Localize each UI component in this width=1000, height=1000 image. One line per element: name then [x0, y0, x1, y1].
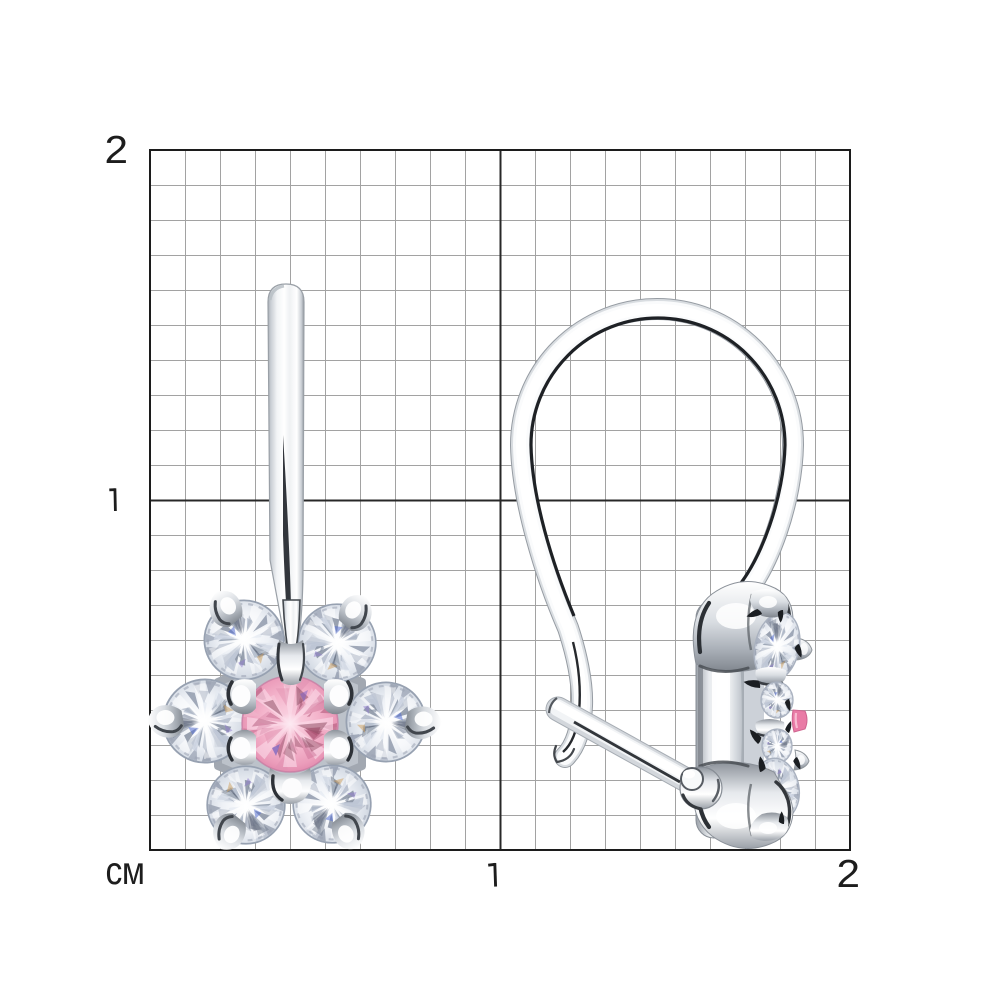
svg-text:см: см: [106, 850, 145, 893]
svg-text:2: 2: [105, 129, 128, 172]
svg-text:2: 2: [837, 853, 860, 896]
